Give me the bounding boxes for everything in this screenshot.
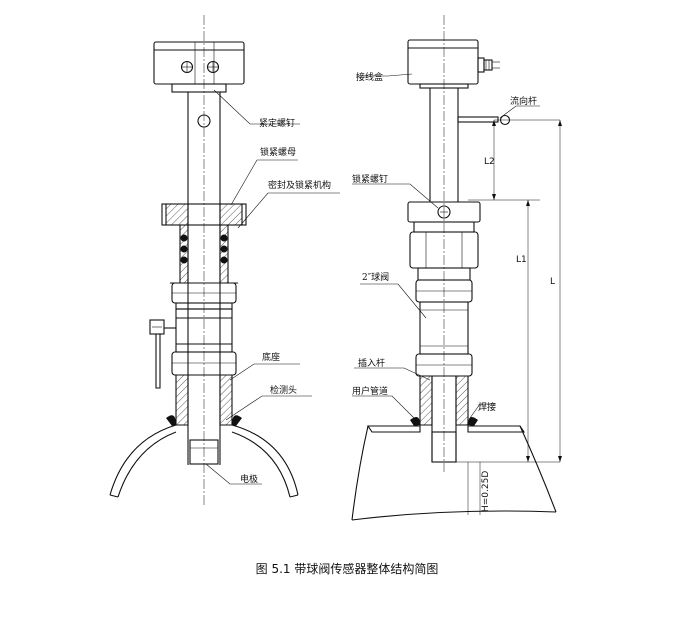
label-user-pipe: 用户管道 bbox=[352, 385, 388, 397]
left-sectional-view bbox=[109, 15, 340, 505]
label-ball-valve: 2″球阀 bbox=[362, 271, 389, 283]
label-flow-direction-rod: 流向杆 bbox=[510, 95, 537, 107]
dim-label-h: H=0.25D bbox=[481, 471, 491, 512]
right-external-view bbox=[351, 15, 562, 521]
label-insertion-rod: 插入杆 bbox=[358, 357, 385, 369]
left-base bbox=[166, 374, 242, 426]
dim-label-l2: L2 bbox=[484, 157, 495, 167]
right-user-pipe bbox=[351, 425, 557, 521]
left-pipe bbox=[109, 424, 299, 498]
label-seal-lock-mechanism: 密封及锁紧机构 bbox=[268, 179, 331, 191]
label-lock-screw: 锁紧螺钉 bbox=[352, 173, 388, 185]
label-base: 底座 bbox=[262, 351, 280, 363]
cable-gland-icon bbox=[477, 57, 500, 73]
terminal-screw-icon bbox=[180, 60, 220, 74]
right-junction-box bbox=[407, 39, 479, 85]
left-electrode bbox=[189, 439, 219, 465]
valve-handle-icon bbox=[149, 319, 176, 389]
label-detection-head: 检测头 bbox=[270, 384, 297, 396]
left-junction-box bbox=[153, 41, 245, 85]
dim-label-l: L bbox=[550, 277, 555, 287]
label-lock-nut: 锁紧螺母 bbox=[260, 146, 296, 158]
dim-label-l1: L1 bbox=[516, 255, 527, 265]
label-weld: 焊接 bbox=[478, 401, 496, 413]
label-electrode: 电极 bbox=[240, 473, 258, 485]
label-set-screw: 紧定螺钉 bbox=[259, 117, 295, 129]
figure-caption: 图 5.1 带球阀传感器整体结构简图 bbox=[255, 562, 439, 576]
label-junction-box: 接线盒 bbox=[356, 71, 383, 83]
dimension-lines bbox=[456, 119, 562, 515]
